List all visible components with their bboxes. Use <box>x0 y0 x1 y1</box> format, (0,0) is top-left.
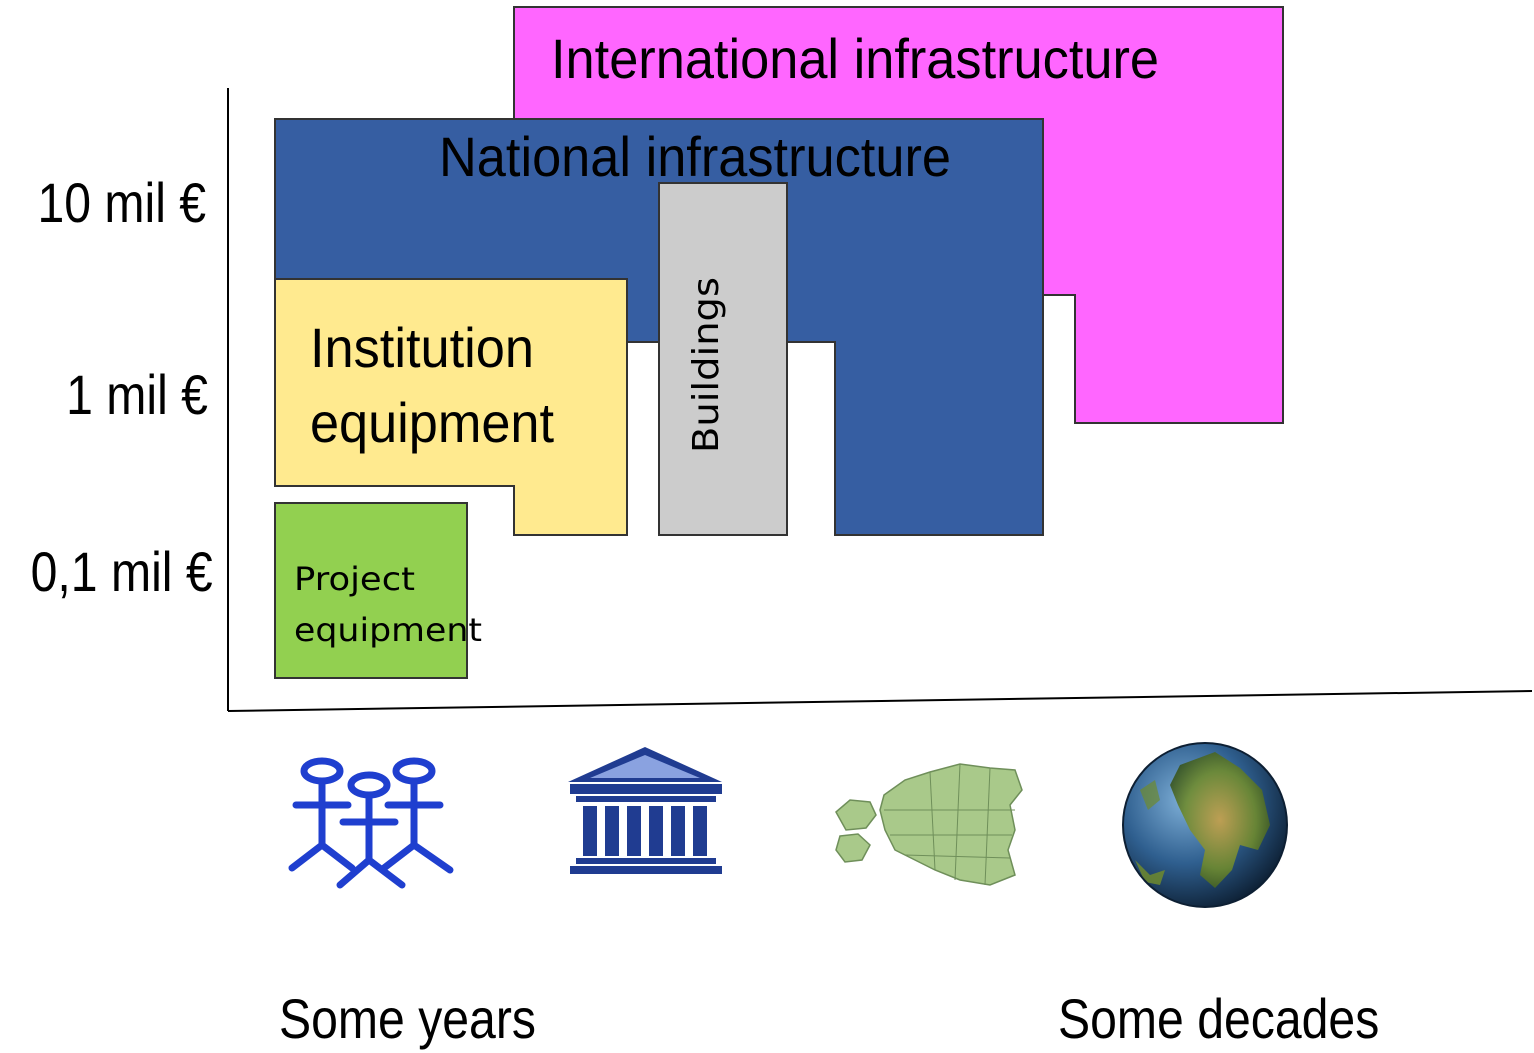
institution-equipment-label-line1: Institution <box>310 316 534 379</box>
people-icon <box>288 757 454 889</box>
project-equipment-label-line2: equipment <box>294 611 482 649</box>
y-label-1-mil: 1 mil € <box>66 363 208 426</box>
project-equipment-region <box>274 502 468 679</box>
project-equipment-label-line1: Project <box>294 560 415 598</box>
estonia-map-icon <box>835 763 1023 886</box>
x-label-some-years: Some years <box>279 987 536 1050</box>
globe-icon <box>1122 742 1288 908</box>
international-infrastructure-label: International infrastructure <box>551 27 1159 90</box>
institution-equipment-label-line2: equipment <box>310 391 554 454</box>
institution-building-icon <box>568 747 722 874</box>
national-infrastructure-label: National infrastructure <box>439 125 951 188</box>
x-axis-line <box>227 690 1533 712</box>
institution-equipment-region <box>274 278 628 536</box>
y-label-0-1-mil: 0,1 mil € <box>30 540 213 603</box>
y-label-10-mil: 10 mil € <box>37 171 206 234</box>
buildings-region <box>658 182 788 536</box>
buildings-label: Buildings <box>686 277 727 453</box>
x-label-some-decades: Some decades <box>1058 987 1380 1050</box>
